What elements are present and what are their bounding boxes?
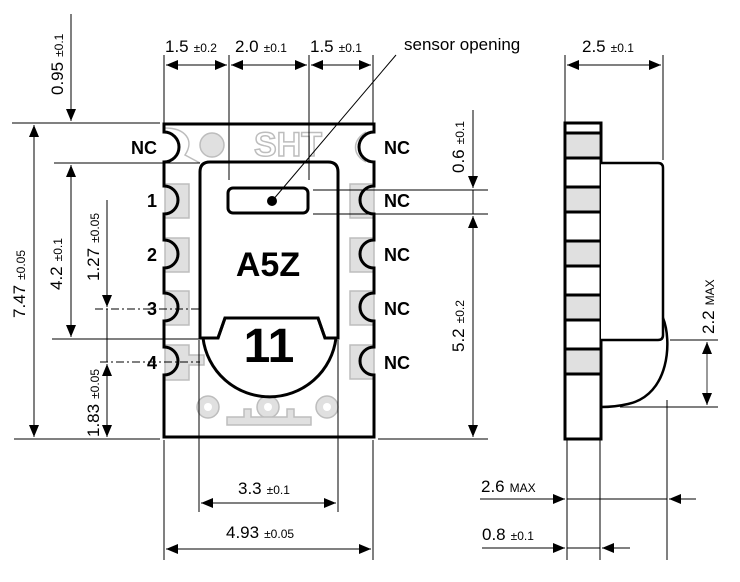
dim-opening-to-bottom: 5.2±0.2	[449, 300, 468, 352]
top-view: SHT A5Z 11 NC 1 2 3 4 NC NC NC NC NC	[131, 122, 410, 439]
dim-side-width: 2.5±0.1	[582, 37, 634, 56]
pin1-marker-icon	[199, 132, 225, 158]
pin-label-2: 2	[147, 245, 157, 265]
bottom-vias	[196, 395, 339, 426]
dim-pin-span: 4.2±0.1	[47, 238, 66, 290]
dim-top-right-pad: 1.5±0.1	[310, 37, 362, 56]
dome-side	[600, 317, 669, 409]
dim-substrate-thickness: 0.8±0.1	[482, 525, 534, 544]
marking-line1: A5Z	[236, 246, 300, 284]
dim-bottom-pin: 1.83±0.05	[84, 369, 103, 437]
dimension-labels: 1.5±0.2 2.0±0.1 1.5±0.1 sensor opening 2…	[10, 33, 718, 544]
dim-top-left-pad: 1.5±0.2	[165, 37, 217, 56]
pin-label-1: 1	[147, 191, 157, 211]
dim-top-center: 2.0±0.1	[235, 37, 287, 56]
dim-cap-height: 2.2MAX	[699, 279, 718, 334]
callout-sensor-opening: sensor opening	[404, 35, 520, 54]
dim-opening-top: 0.6±0.1	[449, 121, 468, 173]
logo-text: SHT	[254, 126, 322, 164]
dim-top-offset: 0.95±0.1	[48, 33, 67, 95]
marking-line2: 11	[244, 320, 295, 373]
pin-label-right-nc-2: NC	[384, 191, 410, 211]
pin-label-right-nc-3: NC	[384, 245, 410, 265]
sensor-opening-leader	[271, 54, 397, 202]
left-pads	[164, 127, 205, 381]
cap-dome	[201, 316, 338, 399]
dimension-lines	[12, 14, 488, 560]
pad-nc-5	[349, 344, 375, 380]
dim-total-height: 7.47±0.05	[10, 250, 29, 318]
substrate-side	[563, 121, 603, 441]
dim-cap-width: 3.3±0.1	[238, 479, 290, 498]
pin-label-right-nc-5: NC	[384, 353, 410, 373]
pin-label-right-nc-1: NC	[384, 138, 410, 158]
dim-pitch: 1.27±0.05	[84, 213, 103, 281]
pin-label-right-nc-4: NC	[384, 299, 410, 319]
cap-side	[601, 161, 665, 342]
package-outline	[162, 122, 376, 439]
pin-label-3: 3	[147, 299, 157, 319]
sensor-opening	[226, 186, 310, 215]
pad-nc-trace	[164, 127, 201, 164]
pin-label-left-nc: NC	[131, 138, 157, 158]
side-pads	[565, 131, 601, 376]
dim-total-width: 4.93±0.05	[226, 523, 294, 542]
pin-label-4: 4	[147, 353, 157, 373]
side-view	[480, 55, 718, 560]
pad-nc-1	[354, 131, 367, 163]
